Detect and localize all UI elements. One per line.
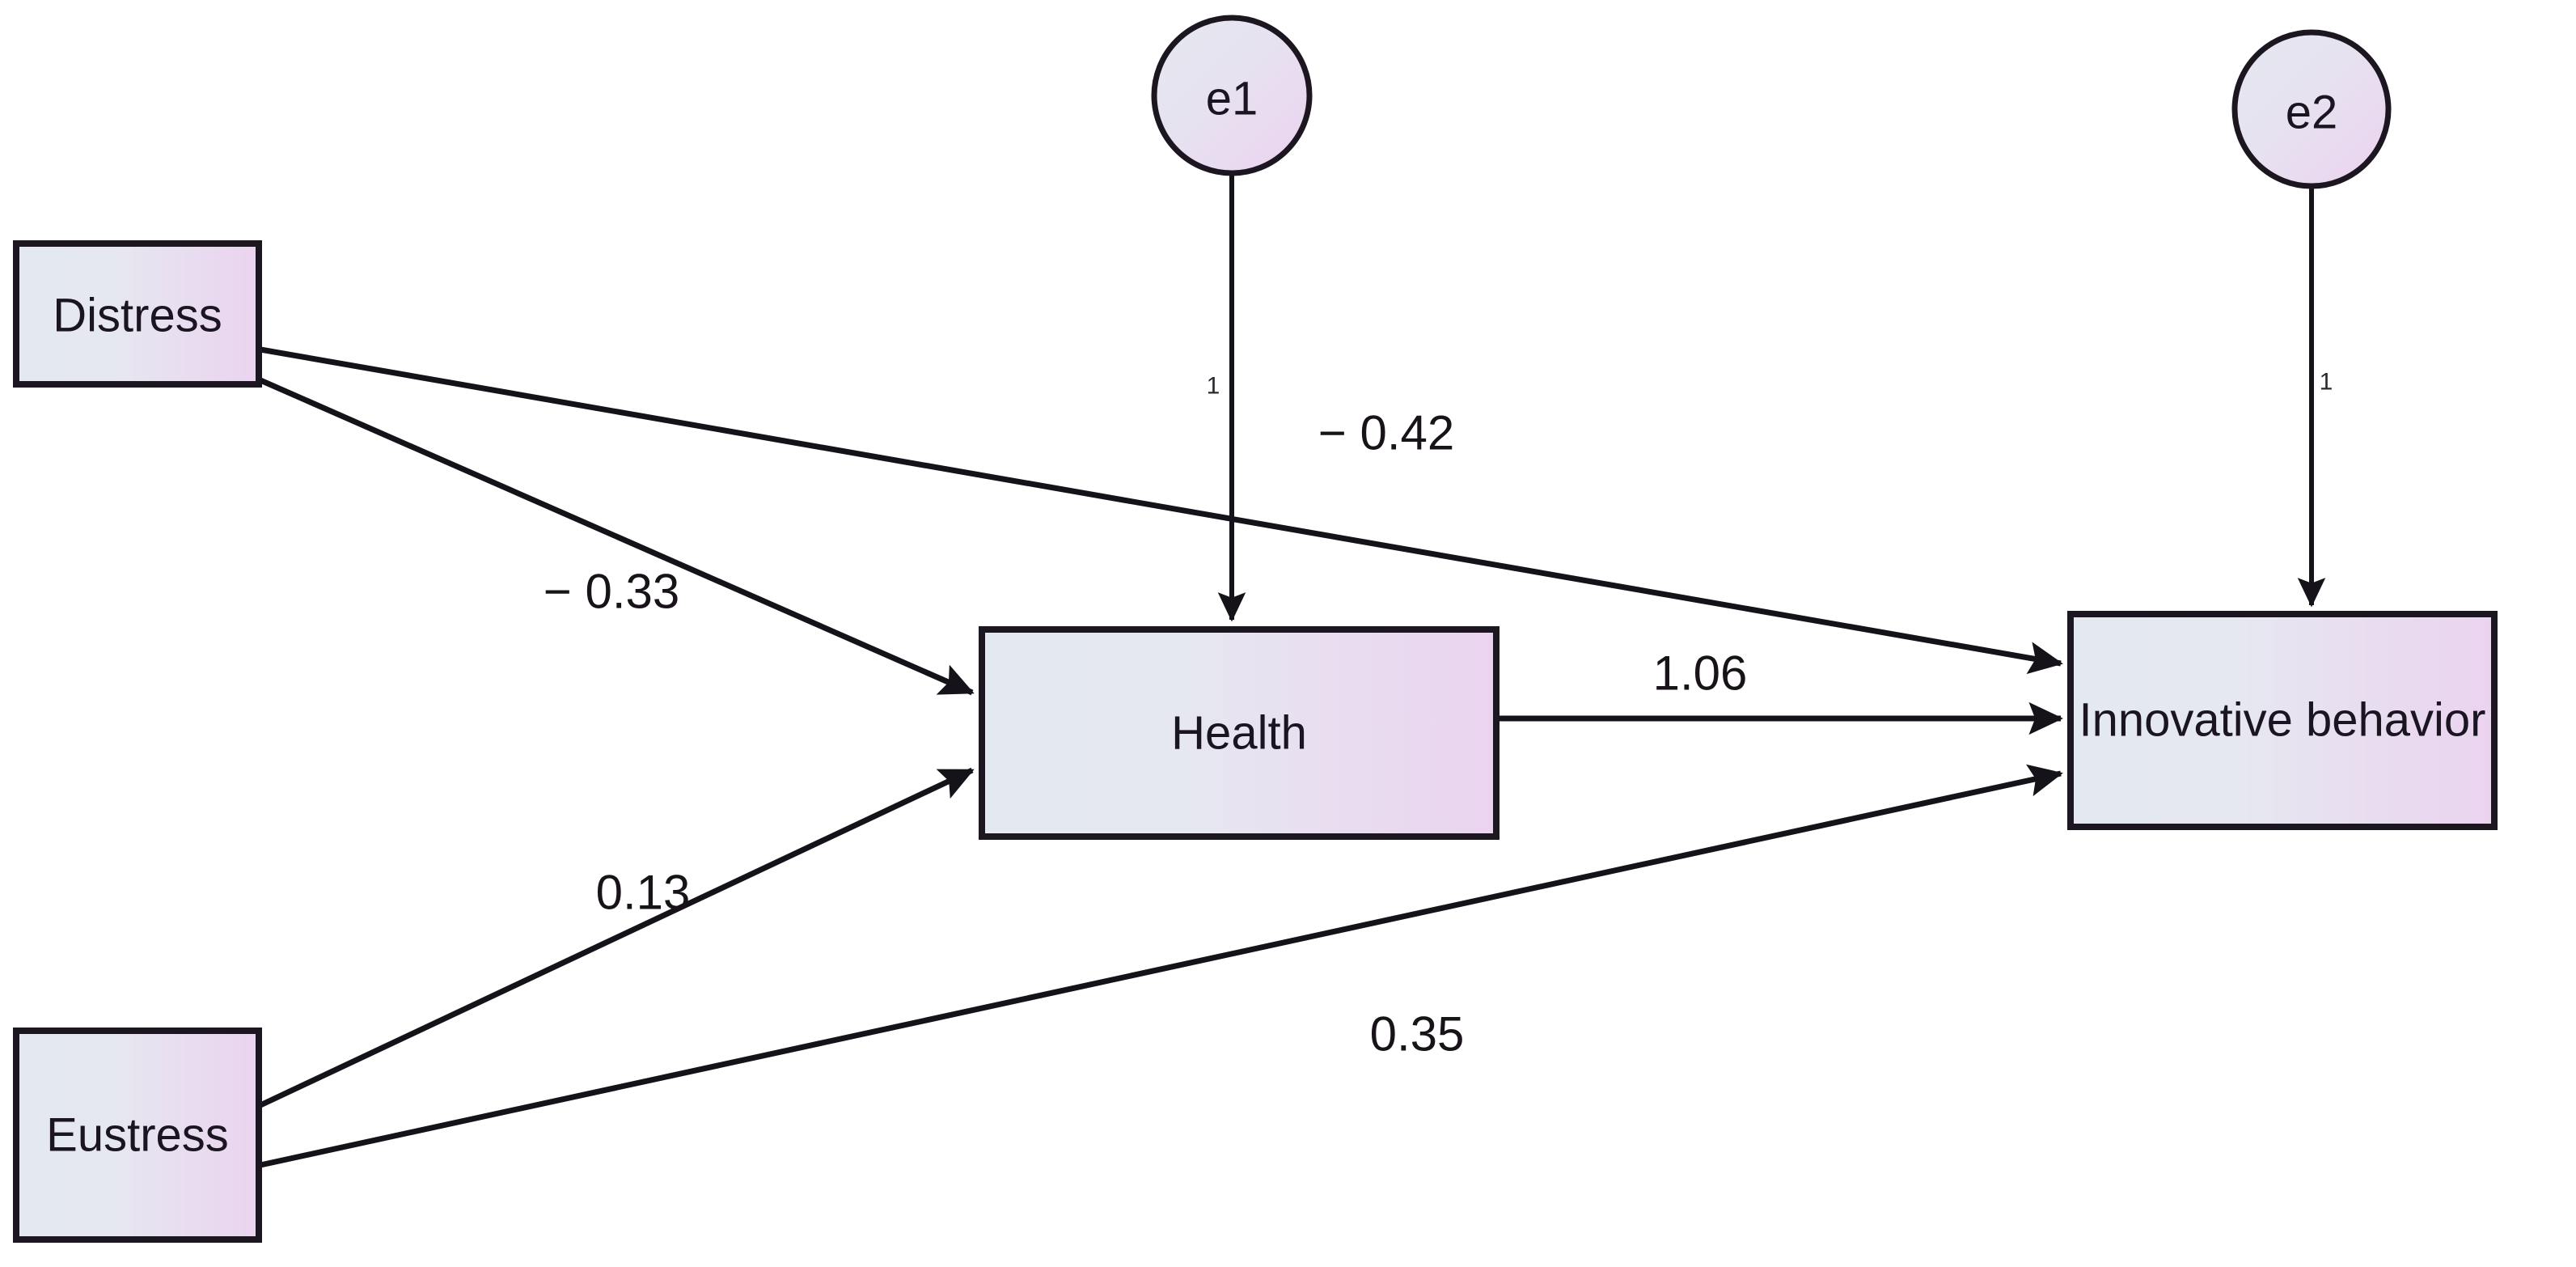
- edge-label-distress-to-health: − 0.33: [544, 565, 680, 619]
- eustress-box[interactable]: [13, 1028, 262, 1243]
- eustress-label: Eustress: [46, 1109, 229, 1162]
- node-distress[interactable]: Distress: [13, 240, 262, 388]
- edge-label-e1-to-health: 1: [1207, 373, 1220, 400]
- innovative-behavior-label: Innovative behavior: [2079, 694, 2486, 747]
- edge-label-distress-to-innovative: − 0.42: [1318, 406, 1455, 460]
- edge-eustress-to-health: [259, 767, 975, 1108]
- node-innovative-behavior[interactable]: Innovative behavior: [2067, 611, 2498, 830]
- health-label: Health: [1171, 707, 1307, 760]
- edge-label-e2-to-innovative: 1: [2320, 369, 2333, 396]
- distress-box[interactable]: [13, 240, 262, 388]
- node-eustress[interactable]: Eustress: [13, 1028, 262, 1243]
- distress-label: Distress: [53, 290, 222, 342]
- e1-label: e1: [1206, 73, 1258, 125]
- node-health[interactable]: Health: [979, 626, 1499, 840]
- edge-label-eustress-to-health: 0.13: [596, 866, 691, 920]
- edge-distress-to-health: [259, 377, 975, 696]
- edge-label-health-to-innovative: 1.06: [1653, 646, 1748, 701]
- e1-circle[interactable]: [1151, 15, 1313, 176]
- edge-label-eustress-to-innovative: 0.35: [1370, 1007, 1465, 1061]
- health-box[interactable]: [979, 626, 1499, 840]
- edge-eustress-to-innovative: [260, 764, 2063, 1168]
- innovative-behavior-box[interactable]: [2067, 611, 2498, 830]
- node-e2[interactable]: e2: [2231, 29, 2392, 189]
- edge-distress-to-innovative: [260, 346, 2063, 675]
- node-e1[interactable]: e1: [1151, 15, 1313, 176]
- e2-label: e2: [2286, 87, 2338, 139]
- e2-circle[interactable]: [2231, 29, 2392, 189]
